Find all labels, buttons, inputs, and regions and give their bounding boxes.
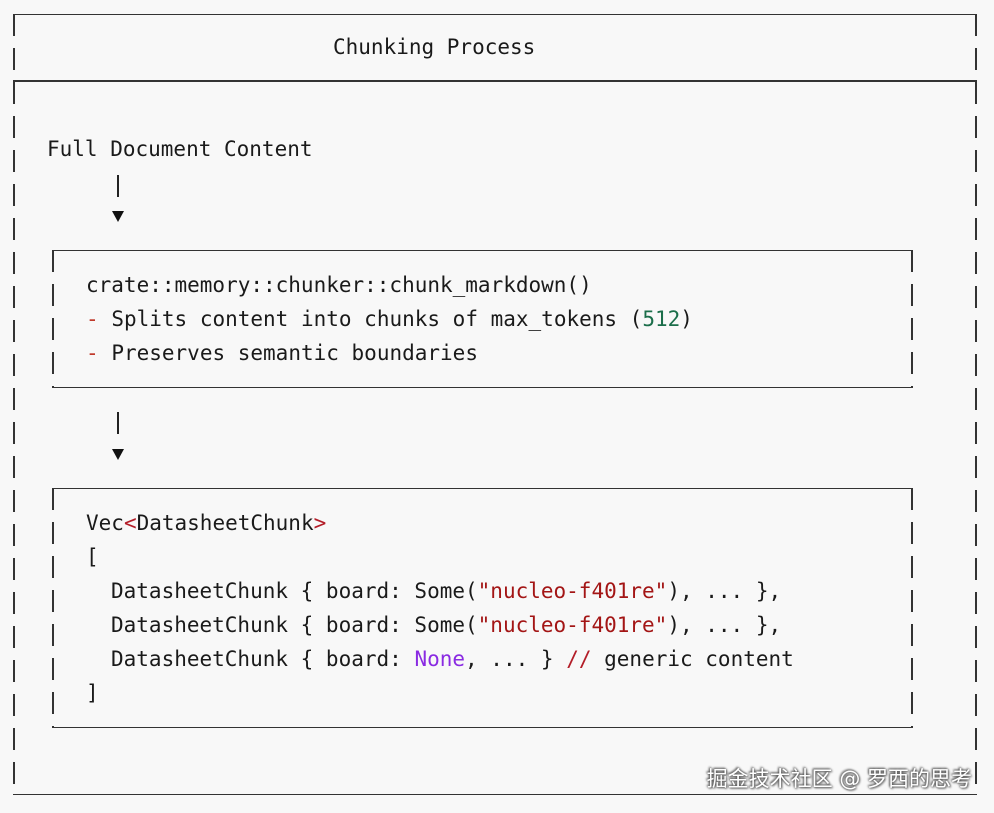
chunk-struct: DatasheetChunk { board: xyxy=(111,647,415,671)
flow-arrow-stem xyxy=(117,412,119,434)
chunk-struct: DatasheetChunk { board: Some( xyxy=(111,613,478,637)
bullet-text: Splits content into chunks of max_tokens… xyxy=(111,307,643,331)
chunker-function: crate::memory::chunker::chunk_markdown() xyxy=(86,273,592,297)
type-prefix: Vec xyxy=(86,511,124,535)
output-type: Vec<DatasheetChunk> xyxy=(86,513,326,534)
corner-tick xyxy=(13,14,15,22)
chunk-item: DatasheetChunk { board: Some("nucleo-f40… xyxy=(111,615,781,636)
chunker-bullet: - Preserves semantic boundaries xyxy=(86,343,478,364)
flow-arrow-stem xyxy=(117,175,119,197)
output-left-border xyxy=(52,488,54,728)
type-open: < xyxy=(123,511,137,535)
output-right-border xyxy=(911,488,913,728)
flow-arrow-down-icon xyxy=(112,211,124,222)
chunk-board-value: "nucleo-f401re" xyxy=(477,579,668,603)
outer-left-border xyxy=(13,14,15,795)
type-inner: DatasheetChunk xyxy=(136,511,314,535)
input-label: Full Document Content xyxy=(47,137,313,161)
bullet-dash: - xyxy=(86,341,99,365)
chunk-rest: , ... } xyxy=(465,647,554,671)
outer-frame xyxy=(13,14,977,795)
flow-arrow-down-icon xyxy=(112,449,124,460)
bullet-text: Preserves semantic boundaries xyxy=(111,341,478,365)
close-bracket: ] xyxy=(86,681,99,705)
open-bracket: [ xyxy=(86,545,99,569)
chunk-comment: generic content xyxy=(604,647,794,671)
bullet-tail: ) xyxy=(680,307,693,331)
chunk-rest: ), ... }, xyxy=(667,579,782,603)
chunk-board-value: "nucleo-f401re" xyxy=(477,613,668,637)
max-tokens-value: 512 xyxy=(642,307,681,331)
diagram-title: Chunking Process xyxy=(333,35,536,59)
watermark: 掘金技术社区 @ 罗西的思考 xyxy=(706,767,972,791)
chunk-struct: DatasheetChunk { board: Some( xyxy=(111,579,478,603)
output-box xyxy=(52,488,913,728)
chunk-item: DatasheetChunk { board: Some("nucleo-f40… xyxy=(111,581,781,602)
outer-right-border xyxy=(975,14,977,795)
chunker-box xyxy=(52,250,913,388)
comment-marker: // xyxy=(566,647,592,671)
title-divider xyxy=(13,80,977,82)
chunk-board-value: None xyxy=(414,647,466,671)
chunker-left-border xyxy=(52,250,54,388)
chunker-right-border xyxy=(911,250,913,388)
chunk-item: DatasheetChunk { board: None, ... } // g… xyxy=(111,649,794,670)
type-close: > xyxy=(313,511,327,535)
chunker-bullet: - Splits content into chunks of max_toke… xyxy=(86,309,693,330)
chunk-rest: ), ... }, xyxy=(667,613,782,637)
bullet-dash: - xyxy=(86,307,99,331)
corner-tick xyxy=(975,14,977,22)
